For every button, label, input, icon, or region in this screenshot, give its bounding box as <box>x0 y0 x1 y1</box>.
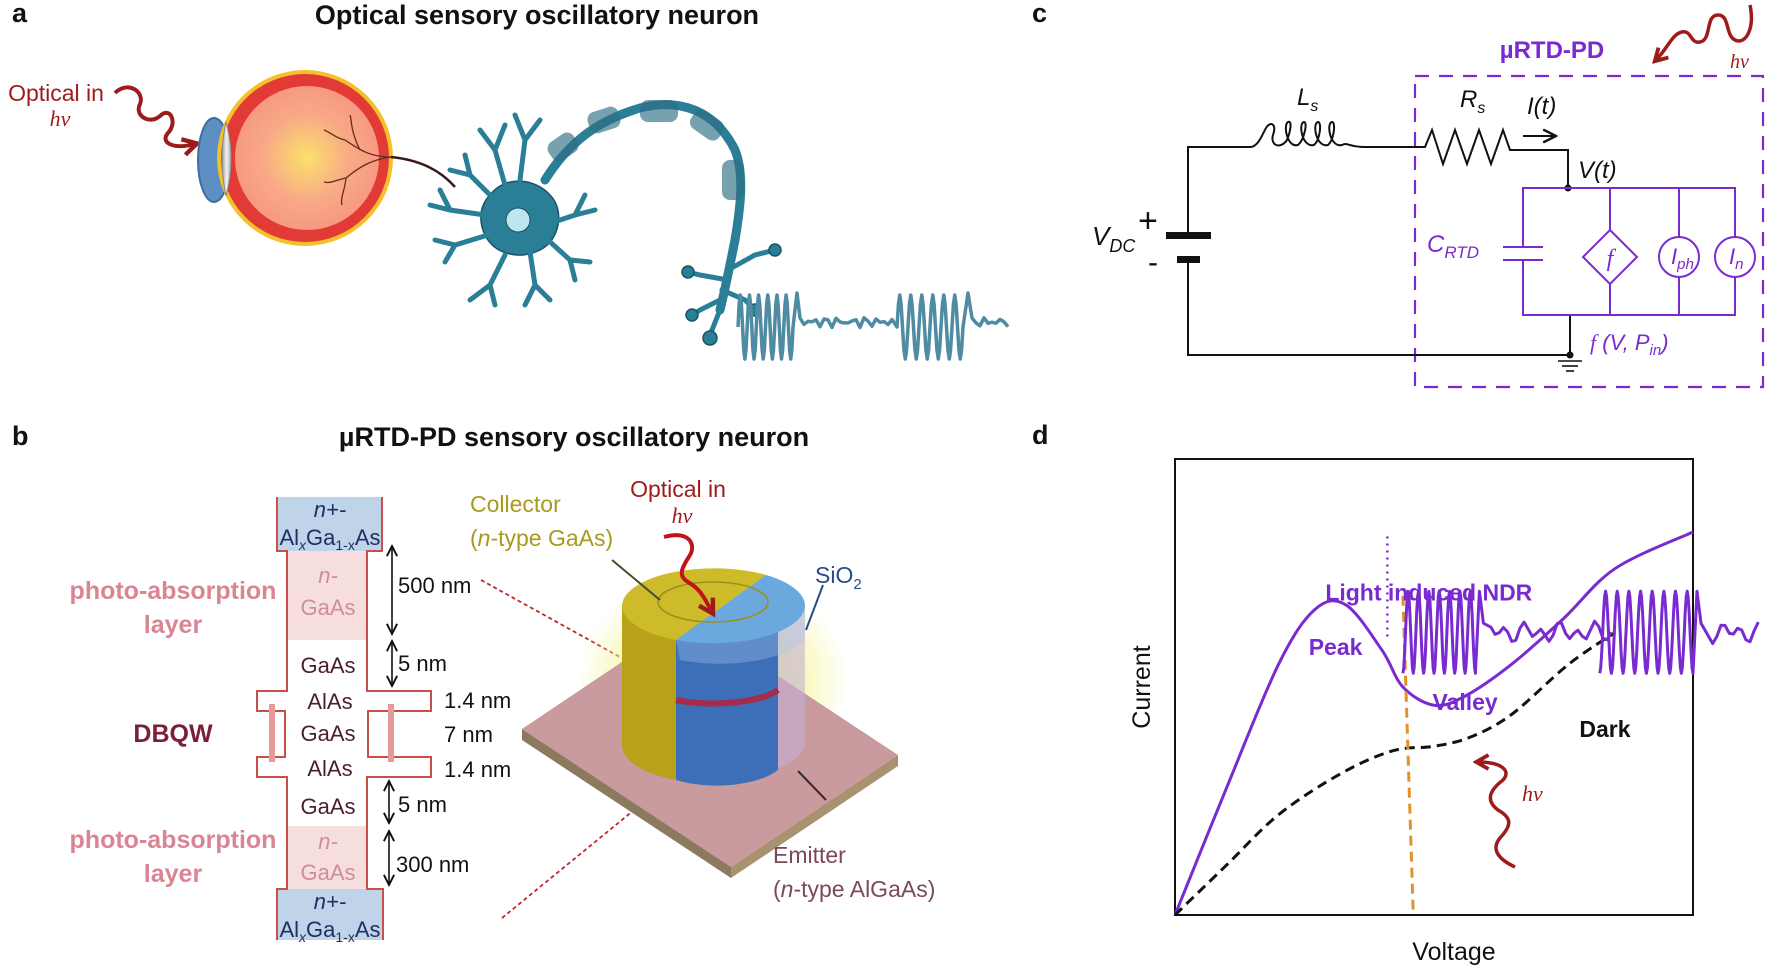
optical-in-label: Optical in <box>8 80 104 106</box>
rtd-pd-box-label: µRTD-PD <box>1500 37 1604 64</box>
optic-nerve <box>390 155 456 188</box>
capacitor-label: CRTD <box>1427 231 1479 262</box>
noise-source-label: In <box>1729 244 1743 273</box>
panel-letter-c: c <box>1032 0 1047 28</box>
thickness-spacer-bottom: 5 nm <box>398 792 447 817</box>
svg-text:layer: layer <box>144 611 203 639</box>
annotation-hv: hv <box>1522 781 1543 806</box>
device-light-wave-icon <box>663 533 712 612</box>
chart-light-wave-icon <box>1478 762 1516 869</box>
annotation-valley: Valley <box>1432 689 1497 715</box>
panel-b: b µRTD-PD sensory oscillatory neuron n+-… <box>12 421 935 945</box>
bottom-contact-label: n+- AlxGa1-xAs <box>279 889 380 945</box>
svg-text:layer: layer <box>144 860 203 888</box>
annotation-peak: Peak <box>1309 634 1363 660</box>
spacer-bottom-label: GaAs <box>300 794 355 819</box>
dbqw-label: DBQW <box>133 720 213 748</box>
panel-b-title: µRTD-PD sensory oscillatory neuron <box>339 422 809 452</box>
circuit-hv-label: hv <box>1730 51 1749 73</box>
thickness-barrier-top: 1.4 nm <box>444 688 511 713</box>
emitter-label: Emitter (n-type AlGaAs) <box>773 842 935 902</box>
chart-series-group <box>1173 530 1760 917</box>
dependent-source-label: f <box>1607 246 1617 272</box>
svg-text:n+-: n+- <box>314 889 346 914</box>
dimension-arrows <box>389 546 392 885</box>
panel-c: c µRTD-PD hv <box>1032 0 1765 389</box>
absorb-top-n: n- <box>318 563 338 588</box>
svg-text:photo-absorption: photo-absorption <box>70 826 277 854</box>
device-hv-label: hv <box>672 503 693 528</box>
svg-text:AlxGa1-xAs: AlxGa1-xAs <box>279 525 380 553</box>
oscillation-burst-1 <box>1401 589 1613 675</box>
light-wave-icon <box>113 85 195 146</box>
photo-absorption-label-bottom: photo-absorption layer <box>70 826 277 888</box>
voltage-node-label: V(t) <box>1578 157 1617 184</box>
sio2-leader-line <box>805 584 824 631</box>
x-axis-label: Voltage <box>1412 938 1495 966</box>
well-label: GaAs <box>300 721 355 746</box>
oscillation-burst-2 <box>1598 589 1760 675</box>
thickness-barrier-bottom: 1.4 nm <box>444 757 511 782</box>
series-illuminated-i-v-ndr- <box>1173 530 1694 916</box>
svg-text:photo-absorption: photo-absorption <box>70 577 277 605</box>
thickness-spacer-top: 5 nm <box>398 651 447 676</box>
panel-letter-d: d <box>1032 420 1049 450</box>
eye-icon <box>197 70 393 246</box>
photocurrent-source-label: Iph <box>1671 244 1694 273</box>
svg-text:Collector: Collector <box>470 491 561 517</box>
inductor-label: Ls <box>1297 84 1318 115</box>
thickness-well: 7 nm <box>444 722 493 747</box>
circuit-light-wave-icon <box>1656 4 1753 60</box>
y-axis-label: Current <box>1128 645 1156 728</box>
svg-text:(n-type AlGaAs): (n-type AlGaAs) <box>773 876 935 902</box>
hv-label: hv <box>50 106 71 131</box>
spacer-top-label: GaAs <box>300 653 355 678</box>
neuron-spike-waveform <box>736 291 1010 361</box>
ground-icon <box>1558 360 1582 372</box>
thickness-absorb-top: 500 nm <box>398 573 471 598</box>
rtd-equivalent-network <box>1503 187 1756 316</box>
annotation-light-induced-ndr: Light induced NDR <box>1325 579 1532 605</box>
rtd-pd-dashed-box <box>1413 74 1765 389</box>
resistor-label: Rs <box>1460 86 1485 117</box>
collector-label: Collector (n-type GaAs) <box>470 491 613 551</box>
barrier-top-label: AlAs <box>307 689 352 714</box>
svg-text:AlxGa1-xAs: AlxGa1-xAs <box>279 917 380 945</box>
svg-text:(n-type GaAs): (n-type GaAs) <box>470 525 613 551</box>
barrier-bottom-label: AlAs <box>307 756 352 781</box>
annotation-dark: Dark <box>1579 716 1630 742</box>
panel-a: a Optical sensory oscillatory neuron Opt… <box>8 0 1010 361</box>
svg-text:n+-: n+- <box>314 497 346 522</box>
collector-leader-line <box>611 559 661 601</box>
ground-node <box>1566 351 1574 359</box>
battery-icon <box>1166 232 1211 263</box>
absorb-bottom-n: n- <box>318 829 338 854</box>
thickness-absorb-bottom: 300 nm <box>396 852 469 877</box>
emitter-leader-line <box>797 770 827 801</box>
device-optical-in-label: Optical in <box>630 476 726 502</box>
layer-stack <box>256 497 432 940</box>
dependent-source-expression: f (V, Pin) <box>1590 330 1669 359</box>
circuit-wiring <box>1187 120 1571 356</box>
panel-a-title: Optical sensory oscillatory neuron <box>315 0 759 30</box>
minus-sign: - <box>1148 246 1158 279</box>
neuron-icon <box>427 100 782 346</box>
vdc-label: VDC <box>1092 221 1136 256</box>
panel-letter-b: b <box>12 421 29 451</box>
top-contact-label: n+- AlxGa1-xAs <box>279 497 380 553</box>
panel-letter-a: a <box>12 0 28 28</box>
svg-text:Emitter: Emitter <box>773 842 846 868</box>
plot-frame <box>1174 458 1694 916</box>
current-label: I(t) <box>1527 93 1556 120</box>
panel-d: d Voltage Current Light induced NDR PeakV… <box>1032 420 1760 966</box>
rtd-pd-device-3d <box>522 568 898 878</box>
plus-sign: + <box>1138 202 1158 240</box>
photo-absorption-label-top: photo-absorption layer <box>70 577 277 639</box>
absorb-bottom-material: GaAs <box>300 860 355 885</box>
sio2-label: SiO2 <box>815 562 862 593</box>
absorb-top-material: GaAs <box>300 595 355 620</box>
